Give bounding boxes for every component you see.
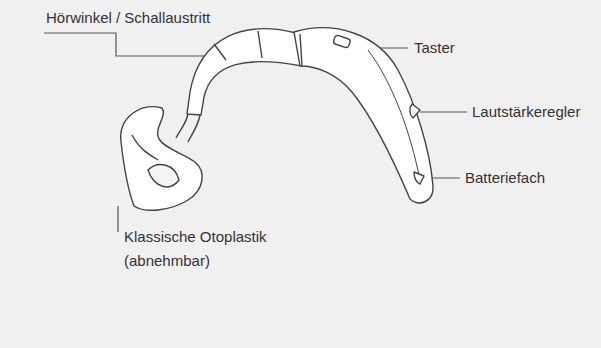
device-housing (294, 28, 433, 203)
leader-line (420, 111, 467, 112)
battery-door (414, 172, 424, 184)
push-button (333, 35, 351, 49)
earmold (121, 107, 202, 211)
part-label: Batteriefach (465, 166, 585, 190)
sound-tube (176, 114, 200, 142)
housing-joint (300, 34, 302, 66)
part-label: Taster (414, 36, 514, 60)
housing-seam (368, 50, 420, 180)
device (121, 28, 433, 210)
part-label: Klassische Otoplastik (abnehmbar) (124, 225, 286, 273)
part-label: Hörwinkel / Schallaustritt (46, 6, 286, 30)
volume-wheel (410, 104, 420, 118)
earmold-opening (148, 165, 179, 187)
part-label: Lautstärkeregler (472, 100, 597, 124)
earmold-contour (132, 135, 158, 160)
ear-hook (187, 29, 302, 115)
leader-line (44, 33, 210, 56)
leader-line (117, 206, 118, 232)
hook-seam (214, 31, 262, 60)
